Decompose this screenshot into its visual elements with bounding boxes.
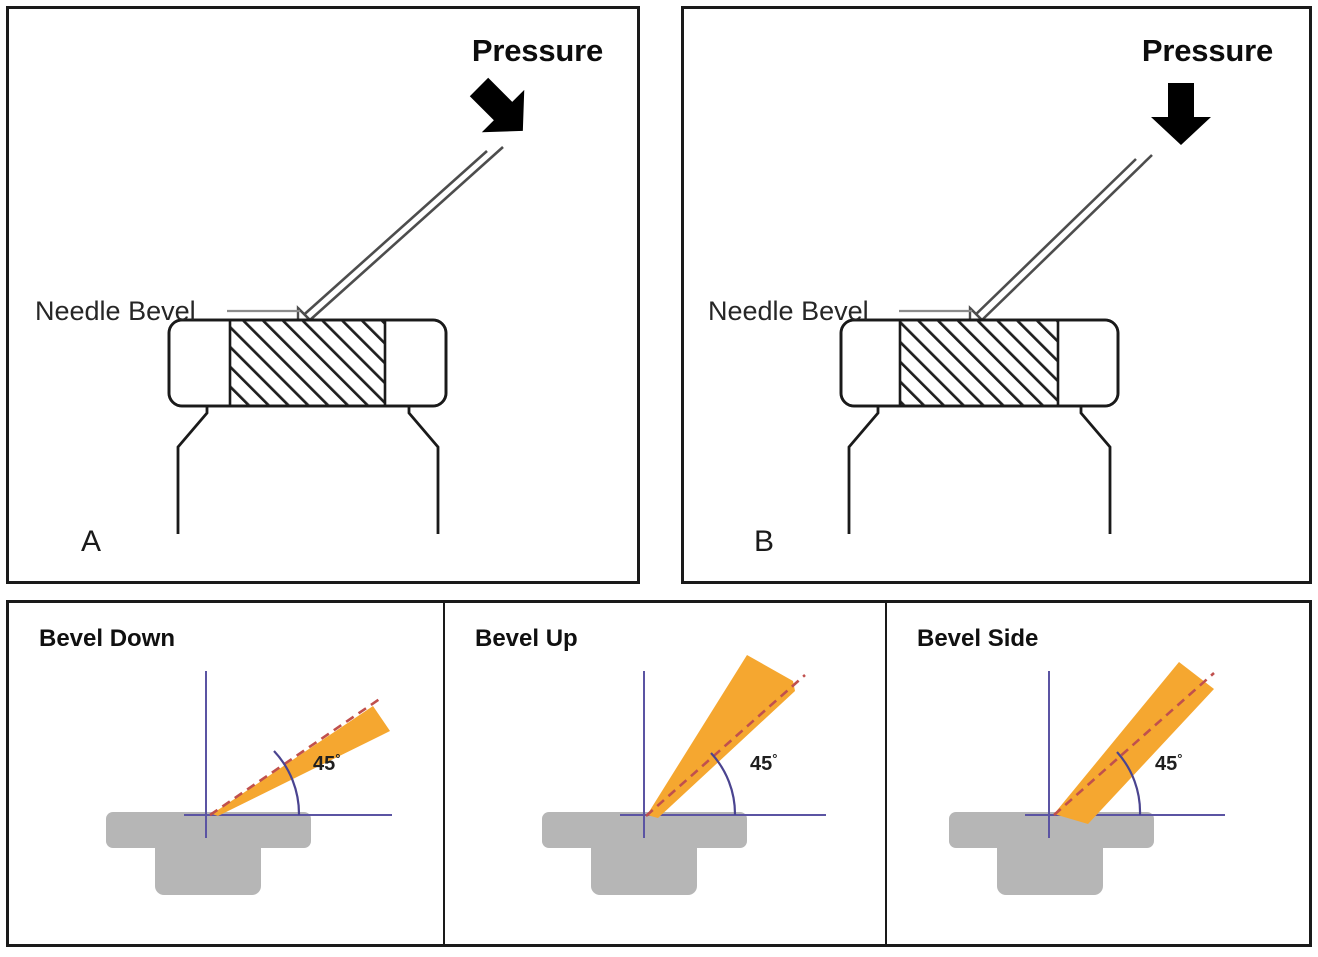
needle-shaft-b (969, 154, 1153, 321)
needle-wedge-up (647, 655, 795, 818)
tissue-shape-down (106, 812, 311, 895)
tissue-block-outline-b (839, 318, 1120, 408)
bevel-side-drawing: 45° (949, 662, 1225, 895)
tissue-block-hatch-b (900, 322, 1058, 405)
panel-a-drawing (167, 77, 525, 534)
bevel-down-drawing: 45° (106, 671, 392, 895)
pressure-label-a: Pressure (471, 33, 603, 68)
pressure-arrow-diagonal-icon (469, 77, 525, 133)
pressure-arrow-down-icon (1151, 83, 1211, 145)
trajectory-dashed-line-down (209, 696, 382, 817)
bevel-up-cell: Bevel Up 45° (445, 603, 885, 944)
trajectory-dashed-line-up (645, 674, 806, 817)
bevel-side-title: Bevel Side (917, 625, 1039, 652)
trajectory-dashed-line-side (1053, 672, 1215, 816)
block-legs-b (847, 406, 1112, 534)
angle-arc-down (273, 750, 301, 816)
panel-b: Pressure (681, 6, 1312, 584)
panel-a: Pressure (6, 6, 640, 584)
angle-label-up: 45° (750, 751, 777, 775)
angle-label-side: 45° (1155, 751, 1182, 775)
tissue-block-hatch-a (230, 322, 385, 405)
bevel-divider-2 (885, 603, 887, 944)
bevel-down-cell: Bevel Down 45° (9, 603, 443, 944)
bevel-up-title: Bevel Up (475, 625, 578, 652)
angle-arc-up (710, 752, 737, 816)
needle-bevel-label-a: Needle Bevel (35, 296, 196, 326)
bevel-divider-1 (443, 603, 445, 944)
bevel-up-drawing: 45° (542, 655, 826, 895)
panel-b-drawing (839, 83, 1211, 534)
panel-letter-b: B (754, 525, 775, 558)
angle-label-down: 45° (313, 751, 340, 775)
needle-bevel-label-b: Needle Bevel (708, 296, 869, 326)
bevel-down-title: Bevel Down (39, 625, 176, 652)
tissue-block-outline-a (167, 318, 448, 408)
needle-wedge-down (212, 706, 390, 816)
top-panel-row: Pressure (6, 6, 1312, 584)
angle-arc-side (1116, 751, 1142, 816)
tissue-shape-side (949, 812, 1154, 895)
bottom-panel-box: Bevel Down 45° (6, 600, 1312, 947)
bevel-side-cell: Bevel Side 45° (887, 603, 1312, 944)
pressure-label-b: Pressure (1141, 33, 1273, 68)
needle-shaft-a (297, 146, 504, 321)
block-legs-a (176, 406, 440, 534)
panel-letter-a: A (81, 525, 102, 558)
